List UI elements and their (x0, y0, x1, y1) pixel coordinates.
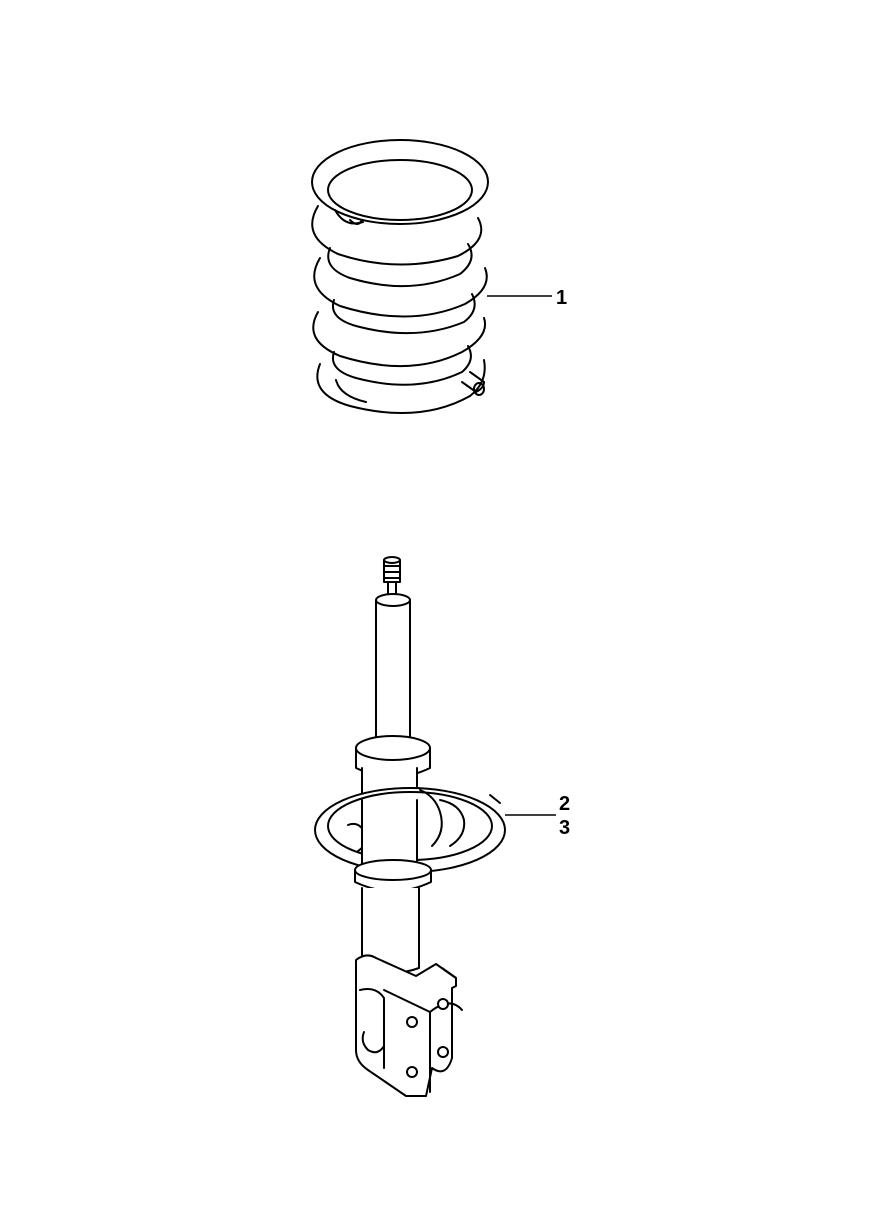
strut-assembly (314, 556, 506, 1097)
callout-2: 2 (559, 793, 570, 815)
coil-spring (311, 139, 489, 415)
callout-1: 1 (556, 287, 567, 309)
callout-3: 3 (559, 817, 570, 839)
